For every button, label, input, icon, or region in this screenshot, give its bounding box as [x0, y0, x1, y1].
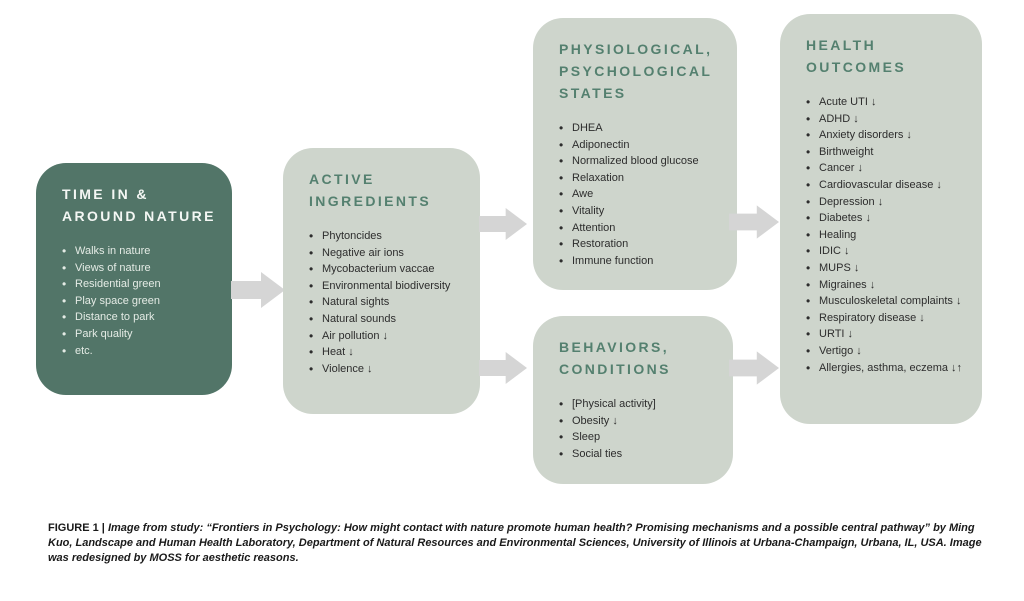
list-item: Birthweight [806, 144, 970, 161]
list-item: Diabetes ↓ [806, 210, 970, 227]
list-item: Vitality [559, 203, 725, 220]
flow-arrow-right-icon [729, 204, 779, 240]
list-item: Awe [559, 186, 725, 203]
box-health-outcomes: HEALTH OUTCOMES Acute UTI ↓ADHD ↓Anxiety … [780, 14, 982, 424]
box-time-in-nature-title: TIME IN & AROUND NATURE [62, 183, 220, 227]
list-item: Healing [806, 227, 970, 244]
list-item: Depression ↓ [806, 194, 970, 211]
list-item: Residential green [62, 276, 220, 293]
title-line: BEHAVIORS, [559, 339, 670, 355]
list-item: ADHD ↓ [806, 111, 970, 128]
box-active-ingredients-title: ACTIVE INGREDIENTS [309, 168, 468, 212]
list-item: Negative air ions [309, 245, 468, 262]
flow-arrow-right-icon [729, 350, 779, 386]
box-states-title: PHYSIOLOGICAL, PSYCHOLOGICAL STATES [559, 38, 725, 104]
box-active-ingredients-list: PhytoncidesNegative air ionsMycobacteriu… [309, 228, 468, 377]
list-item: Immune function [559, 253, 725, 270]
list-item: Play space green [62, 293, 220, 310]
list-item: Phytoncides [309, 228, 468, 245]
flow-arrow-right-icon [231, 272, 285, 308]
list-item: [Physical activity] [559, 396, 721, 413]
list-item: Sleep [559, 429, 721, 446]
list-item: Attention [559, 220, 725, 237]
list-item: MUPS ↓ [806, 260, 970, 277]
list-item: Respiratory disease ↓ [806, 310, 970, 327]
list-item: Natural sounds [309, 311, 468, 328]
list-item: Allergies, asthma, eczema ↓↑ [806, 360, 970, 377]
list-item: Acute UTI ↓ [806, 94, 970, 111]
list-item: Violence ↓ [309, 361, 468, 378]
title-line: HEALTH [806, 37, 877, 53]
list-item: Obesity ↓ [559, 413, 721, 430]
box-behaviors-list: [Physical activity]Obesity ↓SleepSocial … [559, 396, 721, 462]
list-item: Relaxation [559, 170, 725, 187]
list-item: Views of nature [62, 260, 220, 277]
title-line: ACTIVE [309, 171, 375, 187]
list-item: Vertigo ↓ [806, 343, 970, 360]
list-item: Normalized blood glucose [559, 153, 725, 170]
title-line: PHYSIOLOGICAL, [559, 41, 713, 57]
list-item: Migraines ↓ [806, 277, 970, 294]
title-line: STATES [559, 85, 627, 101]
list-item: Anxiety disorders ↓ [806, 127, 970, 144]
title-line: INGREDIENTS [309, 193, 432, 209]
box-behaviors-conditions: BEHAVIORS, CONDITIONS [Physical activity]… [533, 316, 733, 484]
figure-caption-label: FIGURE 1 | [48, 522, 105, 534]
box-time-in-nature: TIME IN & AROUND NATURE Walks in natureVi… [36, 163, 232, 395]
flow-arrow-right-icon [479, 350, 527, 386]
title-line: TIME IN & [62, 186, 149, 202]
title-line: PSYCHOLOGICAL [559, 63, 713, 79]
box-states-list: DHEAAdiponectinNormalized blood glucoseR… [559, 120, 725, 269]
title-line: AROUND NATURE [62, 208, 216, 224]
list-item: Air pollution ↓ [309, 328, 468, 345]
list-item: Environmental biodiversity [309, 278, 468, 295]
list-item: IDIC ↓ [806, 243, 970, 260]
box-behaviors-title: BEHAVIORS, CONDITIONS [559, 336, 721, 380]
list-item: Walks in nature [62, 243, 220, 260]
list-item: Heat ↓ [309, 344, 468, 361]
list-item: Park quality [62, 326, 220, 343]
title-line: OUTCOMES [806, 59, 907, 75]
figure-caption: FIGURE 1 | Image from study: “Frontiers … [48, 521, 990, 566]
figure-caption-text: Image from study: “Frontiers in Psycholo… [48, 522, 982, 564]
list-item: Cancer ↓ [806, 160, 970, 177]
list-item: Mycobacterium vaccae [309, 261, 468, 278]
list-item: Adiponectin [559, 137, 725, 154]
list-item: Musculoskeletal complaints ↓ [806, 293, 970, 310]
box-health-outcomes-title: HEALTH OUTCOMES [806, 34, 970, 78]
list-item: Distance to park [62, 309, 220, 326]
title-line: CONDITIONS [559, 361, 671, 377]
list-item: Cardiovascular disease ↓ [806, 177, 970, 194]
flow-arrow-right-icon [479, 206, 527, 242]
box-physiological-psychological-states: PHYSIOLOGICAL, PSYCHOLOGICAL STATES DHEAAd… [533, 18, 737, 290]
list-item: etc. [62, 343, 220, 360]
list-item: URTI ↓ [806, 326, 970, 343]
list-item: DHEA [559, 120, 725, 137]
list-item: Social ties [559, 446, 721, 463]
list-item: Natural sights [309, 294, 468, 311]
box-time-in-nature-list: Walks in natureViews of natureResidentia… [62, 243, 220, 359]
list-item: Restoration [559, 236, 725, 253]
box-active-ingredients: ACTIVE INGREDIENTS PhytoncidesNegative ai… [283, 148, 480, 414]
box-health-outcomes-list: Acute UTI ↓ADHD ↓Anxiety disorders ↓Birt… [806, 94, 970, 376]
